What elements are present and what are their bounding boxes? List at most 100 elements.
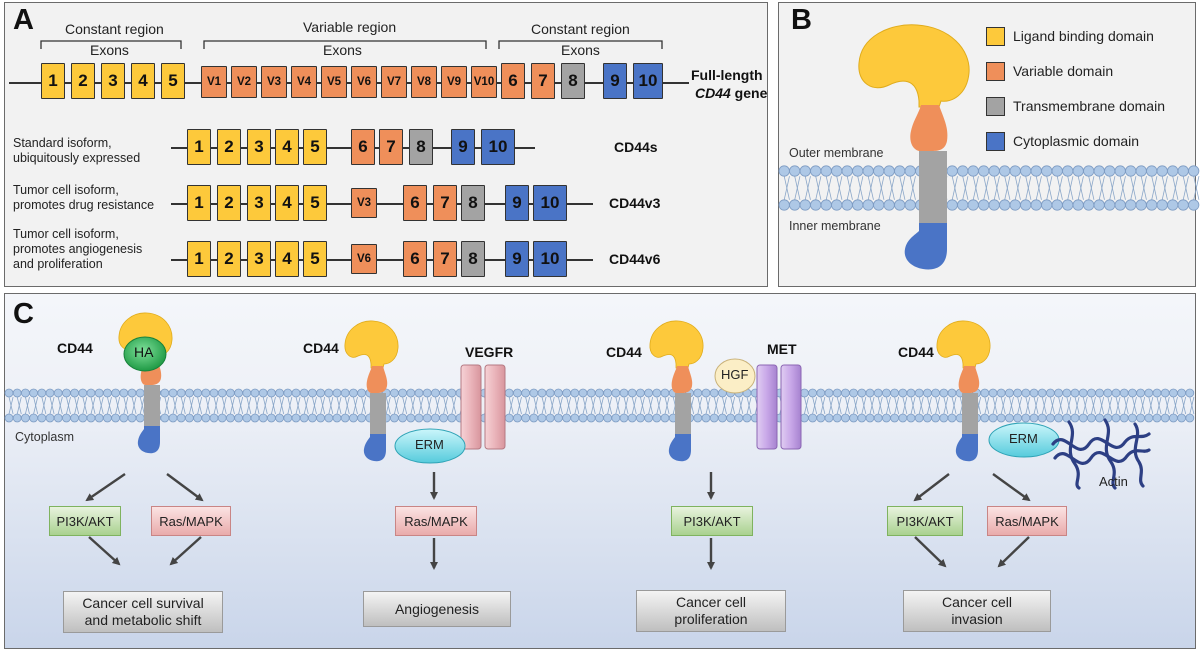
gene-suffix: gene <box>730 85 768 101</box>
legend-label-1: Ligand binding domain <box>1013 28 1154 44</box>
isoform-v6-description: Tumor cell isoform, promotes angiogenesi… <box>13 227 142 272</box>
isoform-v3-name: CD44v3 <box>609 195 661 211</box>
isoform-3-exon-6: 6 <box>403 241 427 277</box>
cd44-label-4: CD44 <box>898 344 934 360</box>
legend-swatch-4 <box>986 132 1005 151</box>
isoform-2-exon-3: 3 <box>247 185 271 221</box>
exons-left-label: Exons <box>90 42 129 58</box>
gene-exon-v7: V7 <box>381 66 407 98</box>
cd44-label-2: CD44 <box>303 340 339 356</box>
isoform-v6-desc-line2: promotes angiogenesis <box>13 242 143 256</box>
panel-b-label: B <box>791 4 812 36</box>
isoform-3-exon-2: 2 <box>217 241 241 277</box>
gene-exon-v2: V2 <box>231 66 257 98</box>
isoform-1-exon-4: 4 <box>275 129 299 165</box>
pi3k-akt-box-3: PI3K/AKT <box>887 506 963 536</box>
isoform-2-exon-9: 9 <box>505 185 529 221</box>
gene-exon-3: 3 <box>101 63 125 99</box>
isoform-1-exon-6: 6 <box>351 129 375 165</box>
cd44-gene-name: CD44 <box>695 85 731 101</box>
isoform-2-exon-6: 6 <box>403 185 427 221</box>
hgf-ligand <box>714 358 756 394</box>
cd44-protein-b <box>858 24 970 270</box>
gene-exon-v4: V4 <box>291 66 317 98</box>
actin-filaments <box>1051 418 1151 490</box>
ras-mapk-box-1: Ras/MAPK <box>151 506 231 536</box>
outcome-survival-line2: and metabolic shift <box>84 612 202 628</box>
ras-mapk-box-2: Ras/MAPK <box>395 506 477 536</box>
vegfr-receptor <box>460 364 506 450</box>
gene-exon-10: 10 <box>633 63 663 99</box>
gene-exon-6: 6 <box>501 63 525 99</box>
panel-c-label: C <box>13 298 34 330</box>
erm-protein-1 <box>394 428 466 464</box>
constant-region-right-label: Constant region <box>531 21 630 37</box>
isoform-v6-name: CD44v6 <box>609 251 661 267</box>
gene-exon-v9: V9 <box>441 66 467 98</box>
isoform-3-exon-5: 5 <box>303 241 327 277</box>
ras-mapk-box-3: Ras/MAPK <box>987 506 1067 536</box>
actin-label: Actin <box>1099 474 1128 489</box>
gene-exon-v6: V6 <box>351 66 377 98</box>
transmembrane-domain-shape <box>919 151 947 225</box>
outer-membrane-label: Outer membrane <box>789 146 884 160</box>
cd44-gene-label: CD44 gene <box>695 85 767 101</box>
isoform-s-desc-line1: Standard isoform, <box>13 136 112 150</box>
isoform-3-exon-v6: V6 <box>351 244 377 274</box>
pi3k-akt-box-1: PI3K/AKT <box>49 506 121 536</box>
panel-b: B Outer membrane Inner membrane Ligand b… <box>778 2 1200 287</box>
gene-exon-2: 2 <box>71 63 95 99</box>
isoform-v3-description: Tumor cell isoform, promotes drug resist… <box>13 183 154 213</box>
variable-region-label: Variable region <box>303 19 397 35</box>
hgf-label: HGF <box>721 367 749 382</box>
isoform-2-exon-v3: V3 <box>351 188 377 218</box>
isoform-3-exon-10: 10 <box>533 241 567 277</box>
gene-exon-4: 4 <box>131 63 155 99</box>
gene-exon-v5: V5 <box>321 66 347 98</box>
isoform-3-exon-4: 4 <box>275 241 299 277</box>
panel-a-label: A <box>13 4 34 36</box>
constant-region-left-label: Constant region <box>65 21 164 37</box>
isoform-1-exon-7: 7 <box>379 129 403 165</box>
outcome-invasion-line2: invasion <box>951 611 1003 627</box>
legend-label-3: Transmembrane domain <box>1013 98 1165 114</box>
exons-right-label: Exons <box>561 42 600 58</box>
panel-a: A Constant region Variable region Consta… <box>4 2 768 287</box>
isoform-1-exon-2: 2 <box>217 129 241 165</box>
isoform-2-exon-5: 5 <box>303 185 327 221</box>
isoform-1-exon-9: 9 <box>451 129 475 165</box>
isoform-2-exon-2: 2 <box>217 185 241 221</box>
gene-exon-1: 1 <box>41 63 65 99</box>
region-brackets <box>40 40 663 49</box>
cytoplasmic-domain-shape <box>904 223 947 270</box>
legend-label-2: Variable domain <box>1013 63 1114 79</box>
vegfr-label: VEGFR <box>465 344 514 360</box>
isoform-2-exon-8: 8 <box>461 185 485 221</box>
isoform-1-exon-10: 10 <box>481 129 515 165</box>
legend-swatch-1 <box>986 27 1005 46</box>
ha-label: HA <box>134 344 154 360</box>
ligand-binding-domain-shape <box>858 24 970 108</box>
isoform-v6-desc-line3: and proliferation <box>13 257 103 271</box>
outcome-angiogenesis: Angiogenesis <box>363 591 511 627</box>
ha-ligand <box>123 336 167 372</box>
isoform-2-exon-10: 10 <box>533 185 567 221</box>
isoform-2-exon-1: 1 <box>187 185 211 221</box>
isoform-3-exon-8: 8 <box>461 241 485 277</box>
gene-exon-v3: V3 <box>261 66 287 98</box>
isoform-s-description: Standard isoform, ubiquitously expressed <box>13 136 140 166</box>
legend-swatch-2 <box>986 62 1005 81</box>
isoform-v3-line <box>171 203 593 205</box>
outcome-invasion-line1: Cancer cell <box>941 594 1013 610</box>
gene-exon-9: 9 <box>603 63 627 99</box>
isoform-v6-line <box>171 259 593 261</box>
panel-c: C Cytoplasm HA <box>4 293 1196 649</box>
cd44-label-1: CD44 <box>57 340 93 356</box>
gene-line <box>9 82 689 84</box>
inner-membrane-label: Inner membrane <box>789 219 881 233</box>
outcome-proliferation-line2: proliferation <box>674 611 748 627</box>
outcome-survival-line1: Cancer cell survival <box>82 595 204 611</box>
